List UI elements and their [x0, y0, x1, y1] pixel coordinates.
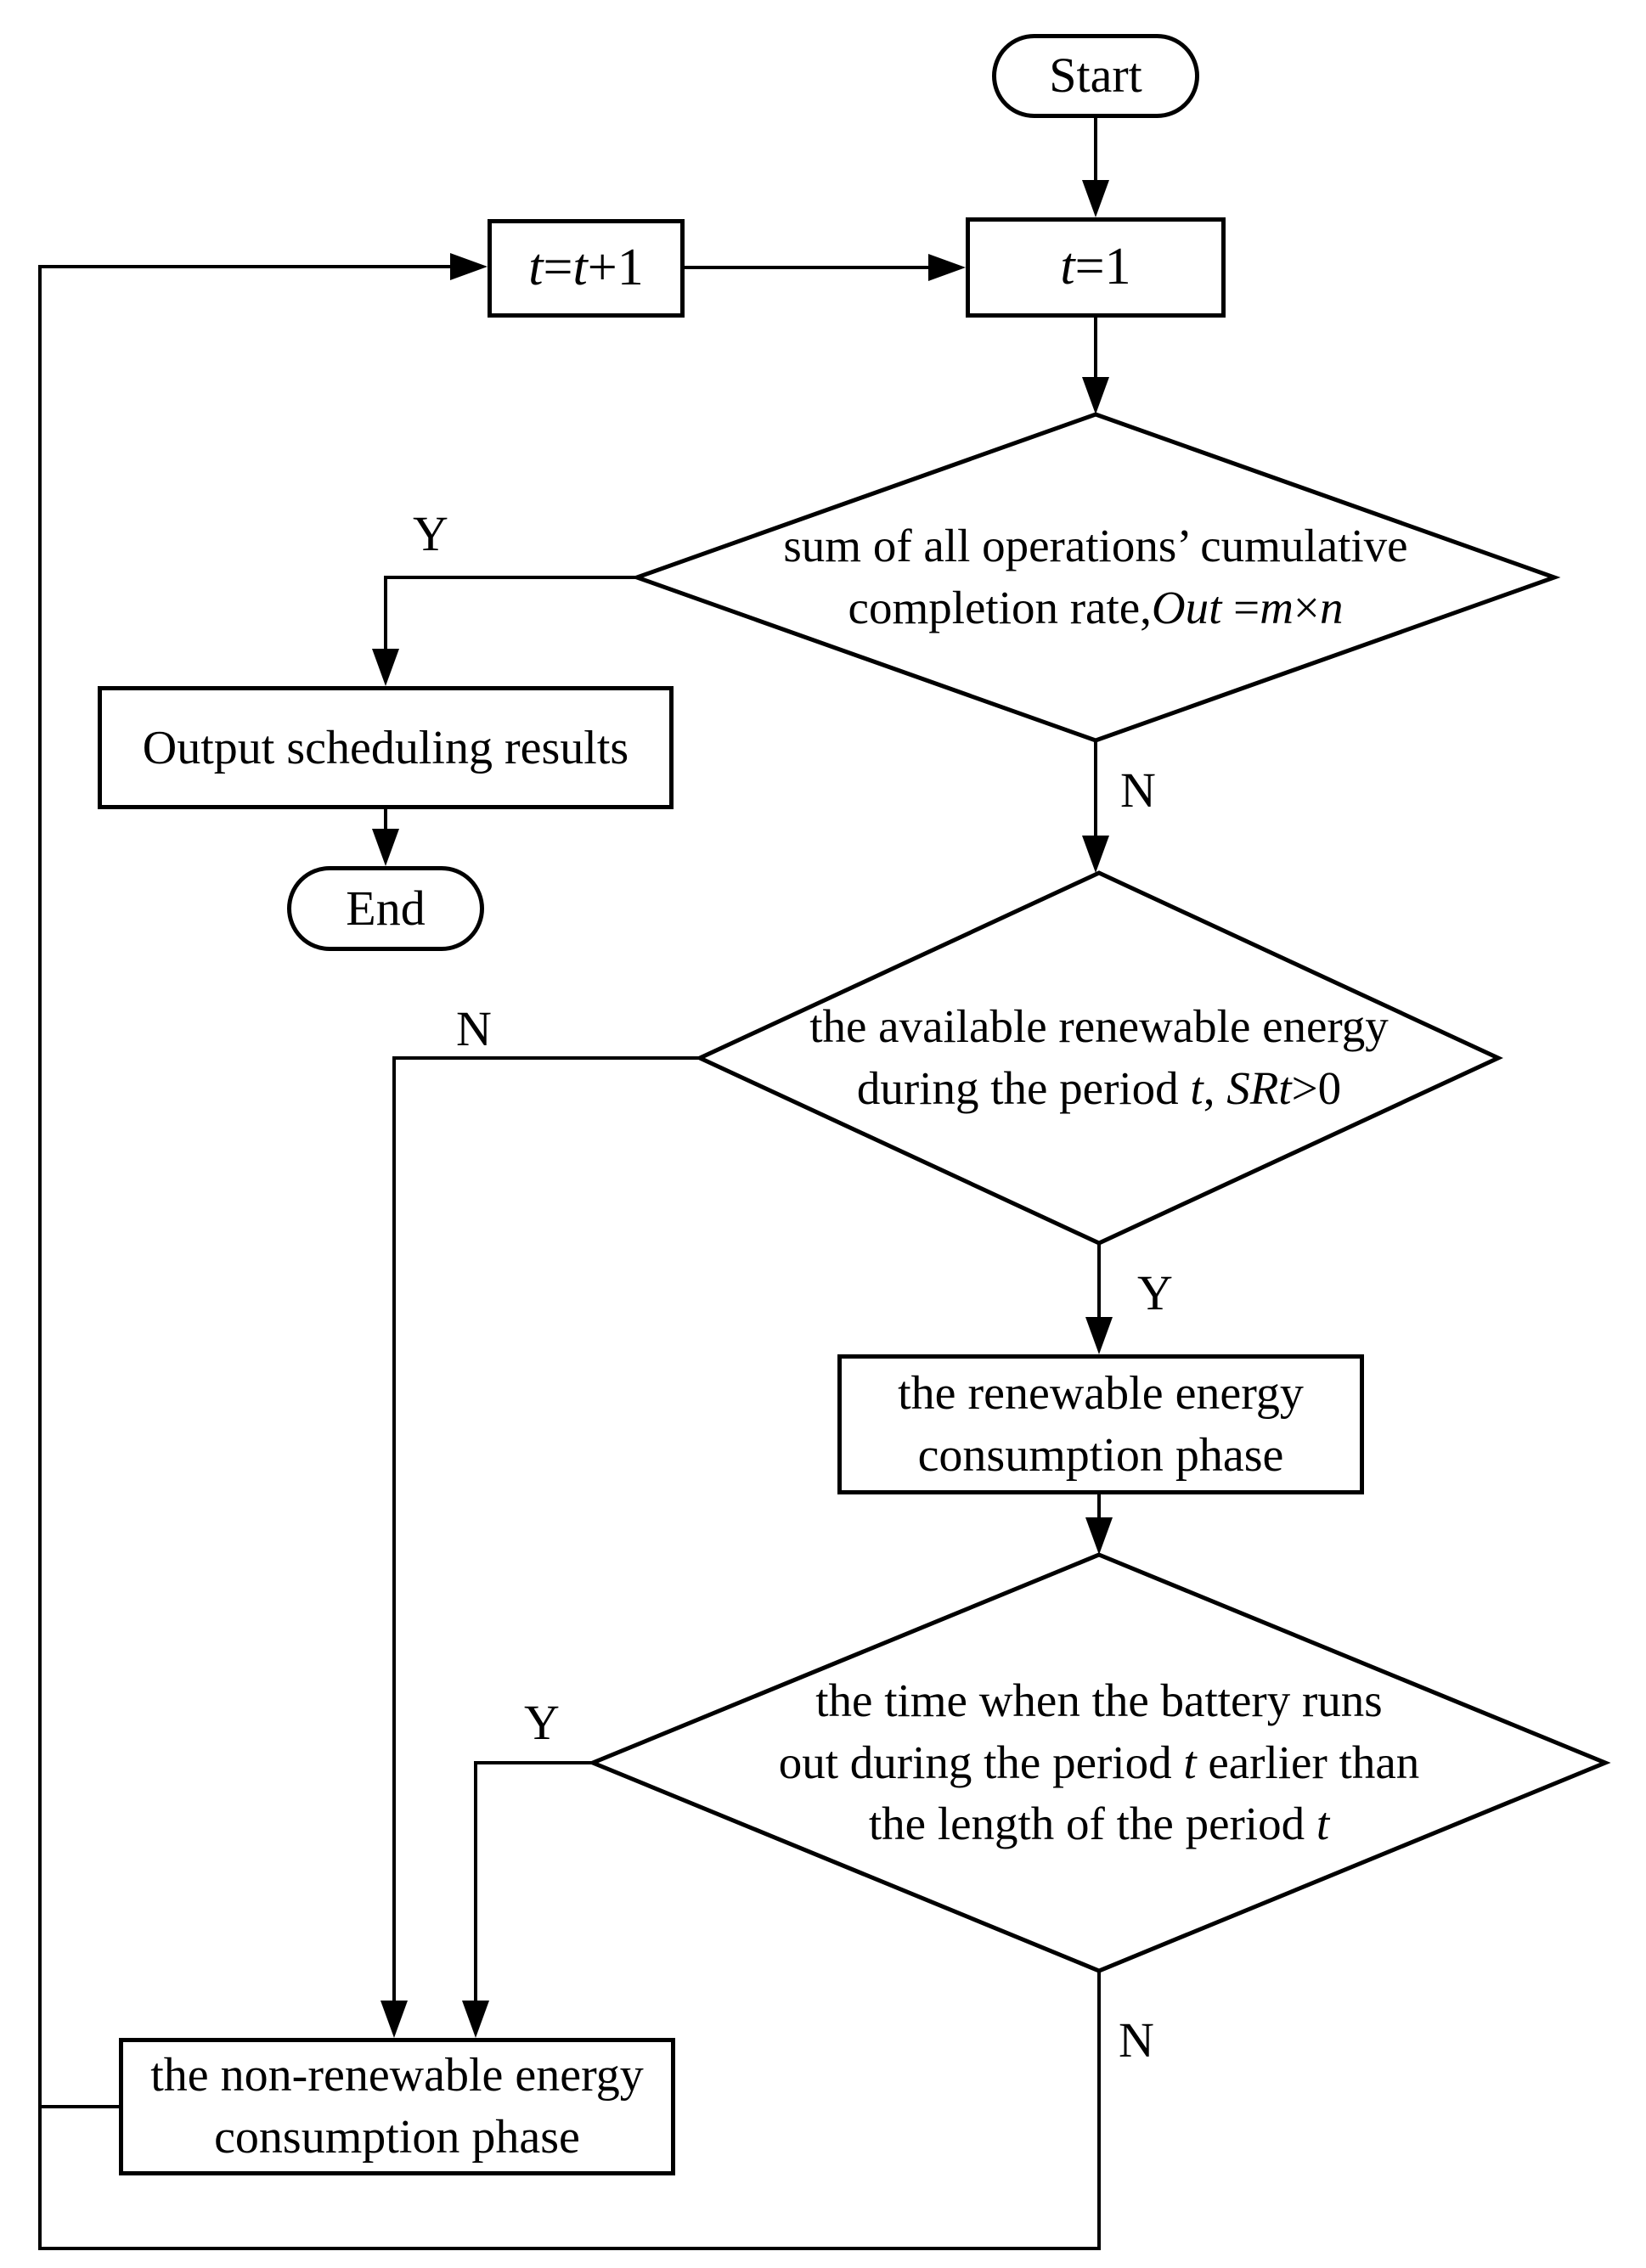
node-end: End	[287, 866, 484, 951]
node-increment-t: t=t+1	[488, 219, 685, 318]
arrowhead-into-decision2	[1082, 836, 1109, 873]
increment-t-label: t=t+1	[528, 239, 644, 297]
decision1-yes-label: Y	[413, 505, 448, 561]
node-output-results: Output scheduling results	[98, 686, 674, 809]
init-t-label: t=1	[1060, 238, 1131, 296]
arrowhead-into-nonrenewable-right	[462, 2001, 489, 2038]
edge-decision3-yes	[474, 1761, 593, 2006]
node-start: Start	[992, 34, 1199, 118]
edge-decision3-no-loop	[38, 265, 1101, 2250]
decision3-yes-label: Y	[524, 1694, 560, 1750]
arrowhead-into-init-left	[928, 254, 966, 281]
edge-decision2-no	[392, 1056, 700, 2006]
arrowhead-into-nonrenewable-left	[380, 2001, 408, 2038]
decision3-no-label: N	[1119, 2012, 1154, 2068]
arrowhead-into-decision1	[1082, 377, 1109, 414]
arrowhead-into-renewable	[1085, 1317, 1113, 1354]
node-init-t: t=1	[966, 217, 1226, 318]
decision2-yes-label: Y	[1137, 1264, 1173, 1320]
arrowhead-into-end	[372, 829, 399, 866]
arrowhead-into-output	[372, 649, 399, 686]
decision1-diamond	[630, 412, 1561, 743]
arrowhead-into-decision3	[1085, 1517, 1113, 1555]
output-results-label: Output scheduling results	[142, 721, 629, 774]
decision3-diamond	[587, 1552, 1611, 1973]
arrowhead-into-init-top	[1082, 180, 1109, 217]
arrowhead-into-increment	[450, 253, 488, 280]
decision2-no-label: N	[456, 1000, 492, 1056]
edge-decision1-yes	[384, 576, 637, 654]
decision2-diamond	[695, 870, 1503, 1246]
decision1-no-label: N	[1120, 762, 1156, 818]
end-label: End	[346, 880, 426, 936]
start-label: Start	[1049, 48, 1142, 104]
